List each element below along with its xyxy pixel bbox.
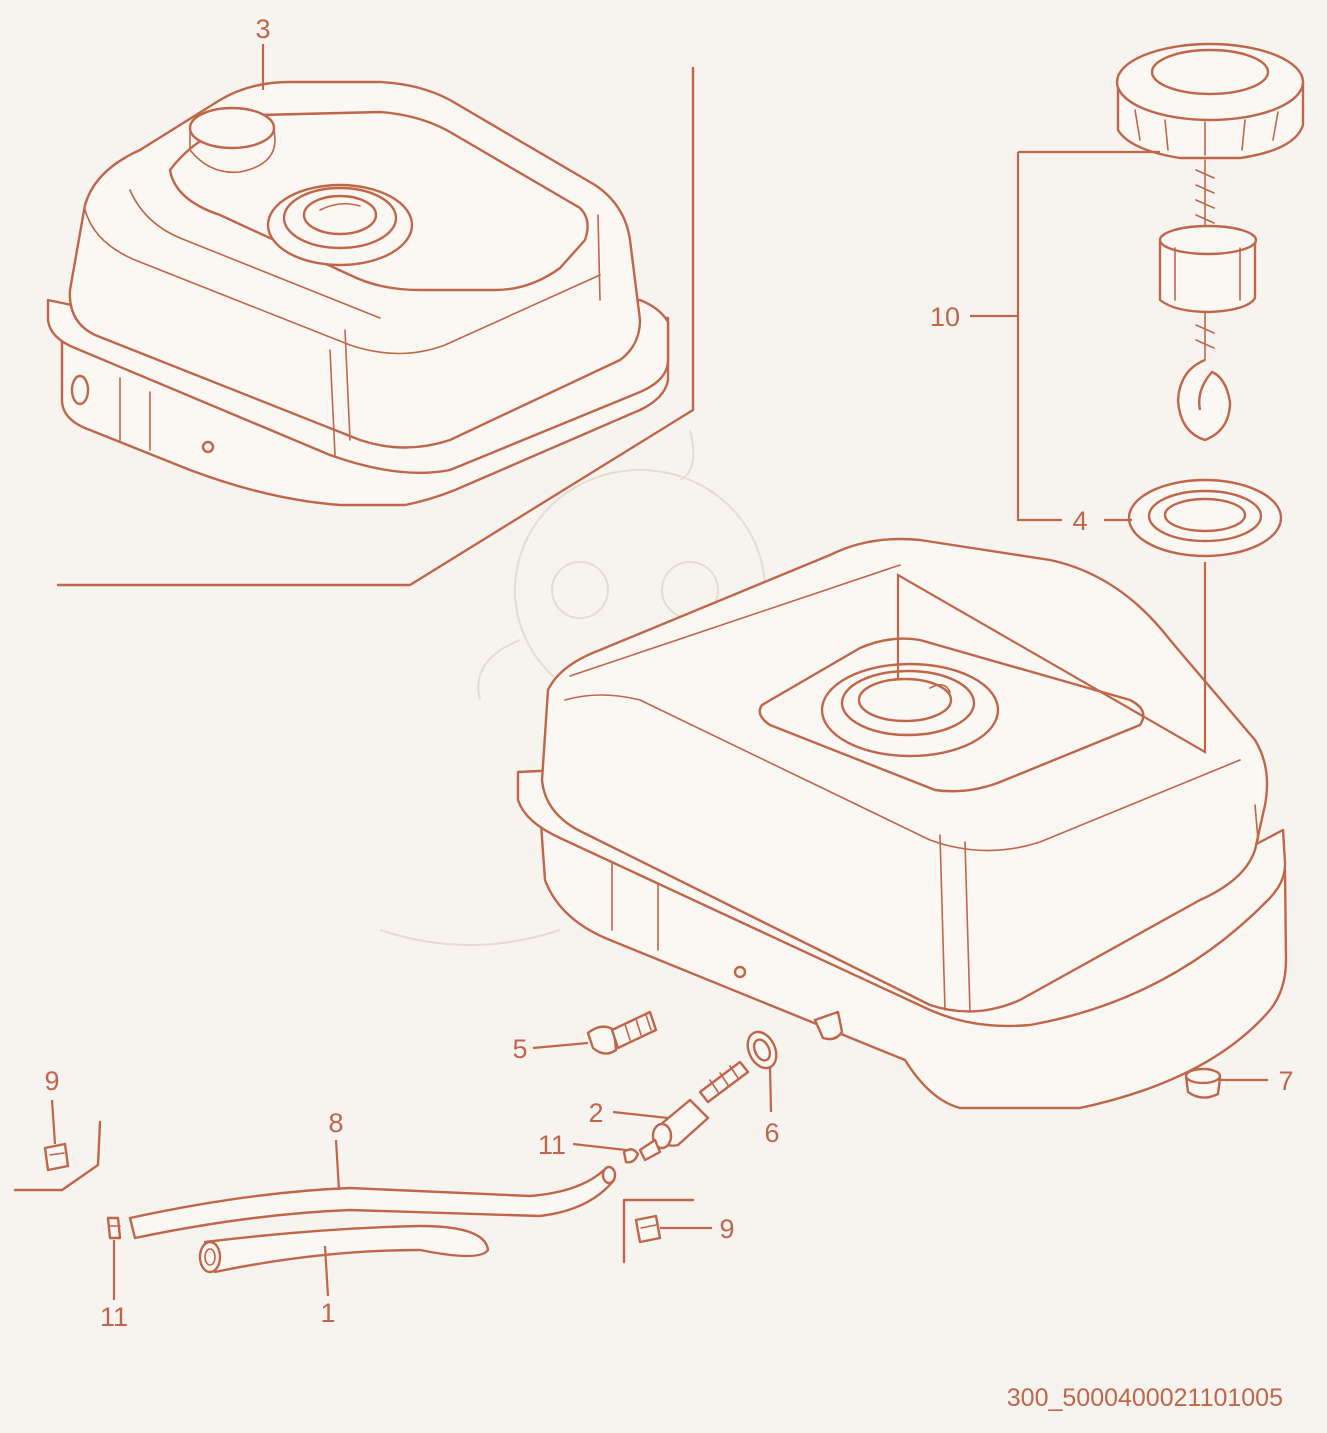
callout-6: 6 xyxy=(764,1118,779,1148)
callout-4: 4 xyxy=(1072,506,1087,536)
callout-3: 3 xyxy=(255,14,270,44)
part-9-clamp-right xyxy=(634,1214,662,1244)
part-10-filler-cap-assembly xyxy=(1115,42,1305,442)
main-fuel-tank xyxy=(516,537,1288,1110)
callout-1: 1 xyxy=(320,1298,335,1328)
callout-10: 10 xyxy=(930,302,960,332)
part-3-fuel-tank-alt xyxy=(46,80,670,507)
part-4-gasket xyxy=(1127,478,1283,558)
leader-lines xyxy=(50,44,1268,1300)
part-5-drain-bolt xyxy=(586,1010,658,1055)
part-6-washer xyxy=(746,1030,778,1070)
callout-5: 5 xyxy=(512,1034,527,1064)
callout-11-left: 11 xyxy=(100,1302,128,1332)
callout-9-left: 9 xyxy=(44,1066,59,1096)
callout-9-right: 9 xyxy=(719,1214,734,1244)
part-11-clip-left xyxy=(106,1216,122,1240)
part-11-clip-right xyxy=(622,1148,640,1164)
clamp-right-bracket xyxy=(622,1198,695,1264)
clamp-left-bracket xyxy=(13,1120,102,1192)
part-7-grommet xyxy=(1184,1067,1222,1099)
callout-7: 7 xyxy=(1278,1066,1293,1096)
part-8-fuel-hose xyxy=(128,1165,617,1240)
part-2-fuel-valve xyxy=(638,1060,750,1162)
part-9-clamp-left xyxy=(43,1142,70,1172)
callout-2: 2 xyxy=(588,1098,603,1128)
part-1-hose xyxy=(198,1224,490,1274)
callout-8: 8 xyxy=(328,1108,343,1138)
alternate-part-bracket xyxy=(56,66,695,587)
drawing-code: 300_5000400021101005 xyxy=(1007,1384,1283,1412)
callout-11-right: 11 xyxy=(538,1130,566,1160)
